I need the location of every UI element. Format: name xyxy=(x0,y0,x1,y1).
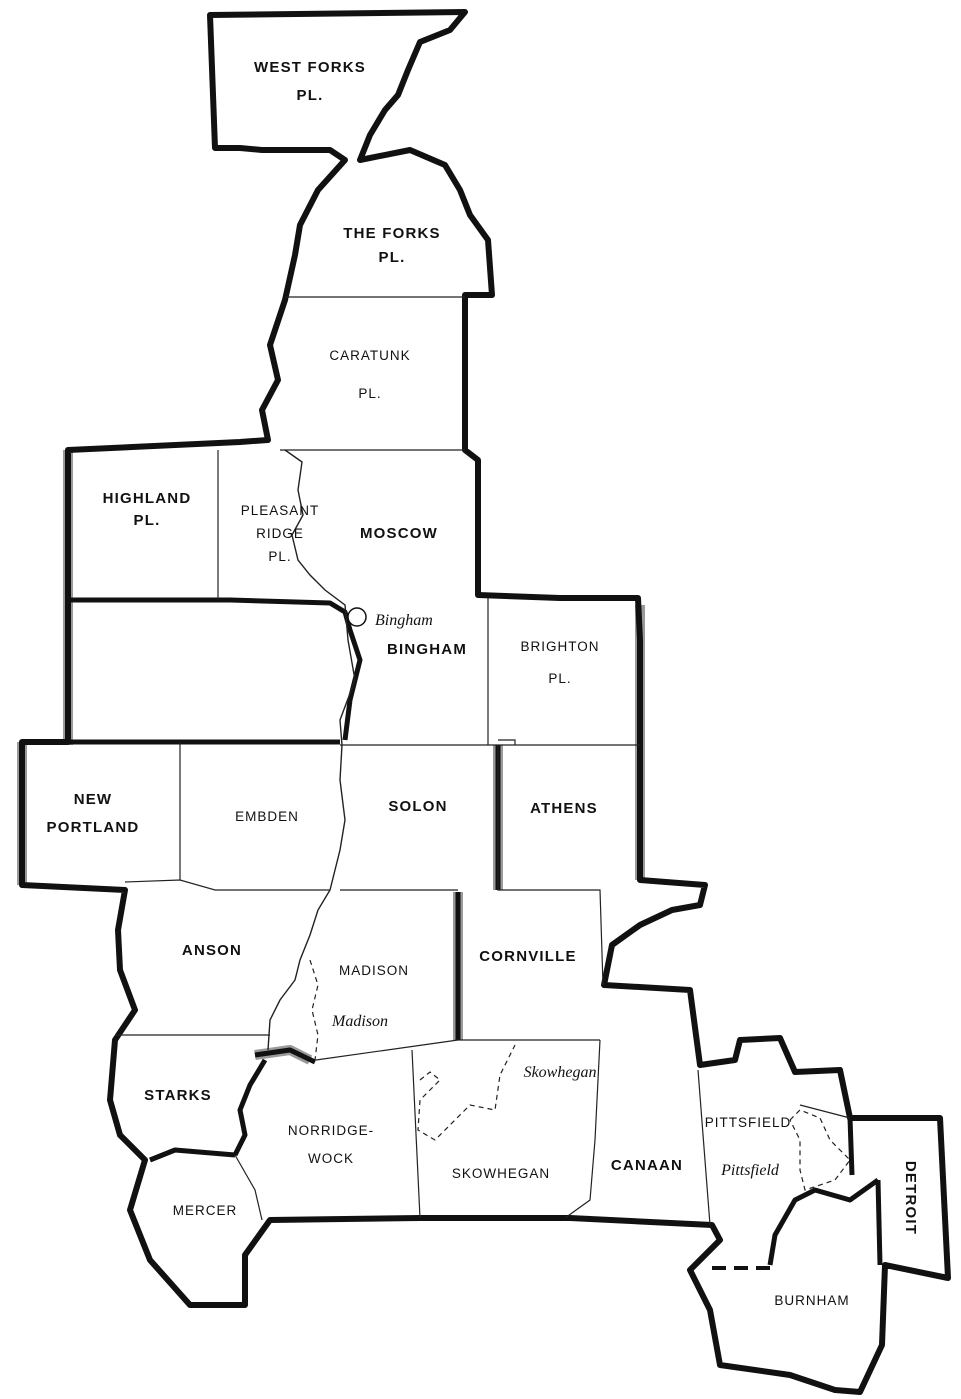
town-label-burnham: BURNHAM xyxy=(774,1293,849,1308)
village-label-bingham-village: Bingham xyxy=(375,612,433,629)
town-lines xyxy=(115,296,851,1226)
town-label-skowhegan: SKOWHEGAN xyxy=(452,1166,550,1181)
river-boundary xyxy=(267,449,356,1051)
town-label-starks: STARKS xyxy=(144,1087,212,1104)
town-label-embden: EMBDEN xyxy=(235,809,299,824)
town-label-detroit: DETROIT xyxy=(902,1161,919,1235)
town-label-madison: MADISON xyxy=(339,963,409,978)
town-label-bingham: BINGHAM xyxy=(387,641,467,658)
town-label-norridgewock: NORRIDGE-WOCK xyxy=(288,1123,374,1166)
boundary-shadows xyxy=(17,450,645,1065)
county-boundary xyxy=(19,9,951,1395)
town-label-moscow: MOSCOW xyxy=(360,525,438,542)
village-label-madison-village: Madison xyxy=(331,1013,388,1030)
town-label-athens: ATHENS xyxy=(530,800,598,817)
town-label-anson: ANSON xyxy=(182,942,242,959)
town-label-canaan: CANAAN xyxy=(611,1157,683,1174)
bingham-village-marker xyxy=(347,607,367,627)
village-label-pittsfield-village: Pittsfield xyxy=(720,1162,780,1179)
town-label-mercer: MERCER xyxy=(173,1203,238,1218)
town-label-solon: SOLON xyxy=(388,798,447,815)
village-label-skowhegan-village: Skowhegan xyxy=(524,1064,597,1081)
town-label-cornville: CORNVILLE xyxy=(479,948,576,965)
village-limits xyxy=(309,959,851,1191)
town-label-pittsfield: PITTSFIELD xyxy=(705,1115,792,1130)
